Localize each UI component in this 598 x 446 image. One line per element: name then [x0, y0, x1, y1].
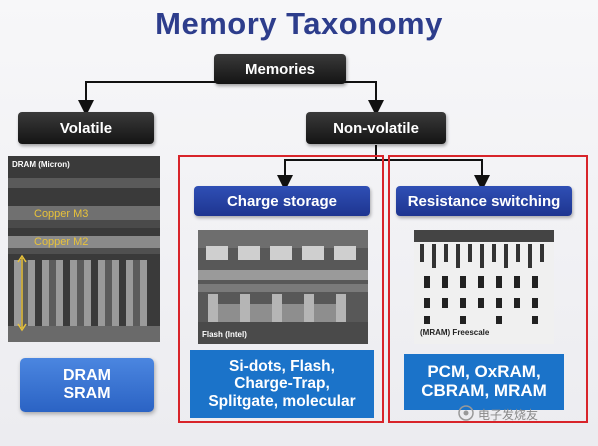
- memories-node: Memories: [214, 54, 346, 84]
- flash-cross-section-image: [198, 230, 368, 344]
- flash-image-caption: Flash (Intel): [202, 330, 247, 339]
- dram-micrograph: DRAM (Micron) Copper M3 Copper M2: [8, 156, 160, 342]
- resistance-switching-frame: [388, 155, 588, 423]
- sram-label: SRAM: [63, 385, 111, 402]
- charge-storage-item-1: Si-dots, Flash,: [229, 358, 335, 376]
- mram-cross-section-image: [414, 230, 554, 344]
- charge-storage-frame: [178, 155, 384, 423]
- nonvolatile-node: Non-volatile: [306, 112, 446, 144]
- volatile-node: Volatile: [18, 112, 154, 144]
- dram-image-caption: DRAM (Micron): [12, 160, 70, 169]
- charge-storage-label: Charge storage: [226, 192, 338, 210]
- charge-storage-item-3: Splitgate, molecular: [208, 392, 356, 410]
- flash-micrograph: Flash (Intel): [198, 230, 368, 344]
- resistance-switching-label: Resistance switching: [407, 192, 561, 210]
- nonvolatile-label: Non-volatile: [333, 119, 419, 137]
- page-title: Memory Taxonomy: [155, 6, 443, 41]
- charge-storage-items-box: Si-dots, Flash, Charge-Trap, Splitgate, …: [190, 350, 374, 418]
- copper-m2-label: Copper M2: [34, 236, 89, 248]
- copper-m3-label: Copper M3: [34, 208, 89, 220]
- dram-cross-section-image: [8, 156, 160, 342]
- resistance-switching-item-2: CBRAM, MRAM: [421, 381, 547, 400]
- volatile-label: Volatile: [59, 119, 113, 137]
- charge-storage-node: Charge storage: [194, 186, 370, 216]
- resistance-switching-item-1: PCM, OxRAM,: [427, 362, 541, 382]
- watermark-text: 电子发烧友: [478, 408, 539, 422]
- dram-label: DRAM: [63, 367, 111, 384]
- memories-label: Memories: [244, 60, 316, 78]
- resistance-switching-node: Resistance switching: [396, 186, 572, 216]
- connector-root: [85, 81, 384, 116]
- mram-micrograph: (MRAM) Freescale: [414, 230, 554, 344]
- charge-storage-item-2: Charge-Trap,: [234, 375, 330, 393]
- resistance-switching-items-box: PCM, OxRAM, CBRAM, MRAM: [404, 354, 564, 410]
- volatile-items-box: DRAM SRAM: [20, 358, 154, 412]
- watermark-logo-icon: [458, 405, 474, 421]
- mram-image-caption: (MRAM) Freescale: [420, 328, 490, 337]
